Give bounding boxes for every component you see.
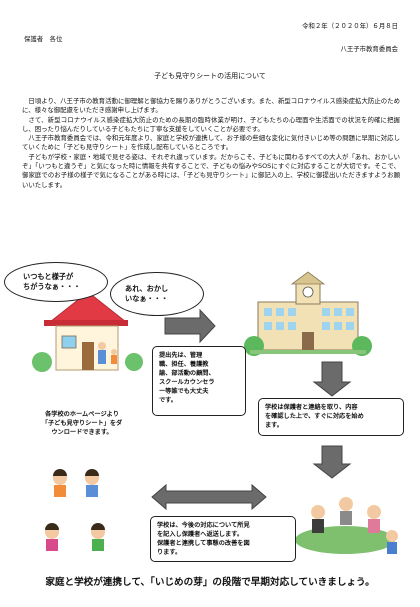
arrow-right-top — [164, 308, 216, 344]
letter-date: 令和２年（２０２０年）６月８日 — [302, 22, 398, 30]
note-line: 学校は保護者と連絡を取り、内容 — [265, 404, 358, 411]
letter-recipient: 保護者 各位 — [24, 35, 63, 43]
paragraph: さて、新型コロナウイルス感染症拡大防止のための長期の臨時休業が明け、子どもたちの… — [22, 115, 400, 133]
meeting-illustration — [295, 497, 398, 554]
paragraph: 八王子市教育委員会では、令和元年度より、家庭と学校が連携して、お子様の些細な変化… — [22, 134, 400, 152]
house-illustration — [32, 291, 143, 372]
note-line: 各学校のホームページより — [45, 411, 119, 418]
note-line: ります。 — [157, 549, 182, 556]
note-line: を確認した上で、すぐに対応を始め — [265, 413, 364, 420]
bubble-line: いなぁ・・・ — [125, 294, 169, 303]
flow-diagram — [32, 271, 398, 554]
letter-body: 日頃より、八王子市の教育活動に御理解と御協力を賜りありがとうございます。また、新… — [22, 97, 400, 190]
note-line: 提出先は、管理 — [159, 352, 203, 359]
note-line: スクールカウンセラ — [159, 379, 215, 386]
note-line: 学校は、今後の対応について所見 — [157, 522, 250, 529]
school-action-note: 学校は保護者と連絡を取り、内容 を確認した上で、すぐに対応を始め ます。 — [258, 398, 404, 436]
closing-slogan: 家庭と学校が連携して、「いじめの芽」の段階で早期対応していきましょう。 — [45, 577, 375, 588]
school-illustration — [244, 271, 372, 356]
note-line: ます。 — [265, 422, 283, 429]
note-line: ー等誰でも大丈夫 — [159, 388, 209, 395]
download-note: 各学校のホームページより 「子ども見守りシート」をダ ウンロードできます。 — [22, 410, 142, 437]
note-line: 「子ども見守りシート」をダ — [41, 420, 123, 427]
note-line: ウンロードできます。 — [51, 429, 113, 436]
arrow-down-right — [312, 361, 352, 397]
bubble-line: ちがうなぁ・・・ — [23, 282, 81, 291]
note-line: 諭、部活動の顧問、 — [159, 370, 215, 377]
bubble-line: あれ、おかし — [125, 284, 169, 293]
speech-bubble-child: あれ、おかし いなぁ・・・ — [110, 272, 204, 316]
paragraph: 日頃より、八王子市の教育活動に御理解と御協力を賜りありがとうございます。また、新… — [22, 97, 400, 115]
arrow-down-right-2 — [312, 445, 352, 479]
note-line: を記入し保護者へ返送します。 — [157, 531, 244, 538]
letter-sender: 八王子市教育委員会 — [340, 45, 398, 53]
speech-bubble-parent: いつもと様子が ちがうなぁ・・・ — [4, 262, 108, 302]
double-arrow-bottom — [151, 483, 267, 511]
followup-note: 学校は、今後の対応について所見 を記入し保護者へ返送します。 保護者と連携して事… — [150, 516, 296, 562]
children-illustration — [45, 469, 105, 551]
note-line: 職、担任、養護教 — [159, 361, 209, 368]
note-line: 保護者と連携して事態の改善を図 — [157, 540, 250, 547]
submit-destination-note: 提出先は、管理 職、担任、養護教 諭、部活動の顧問、 スクールカウンセラ ー等誰… — [152, 346, 246, 416]
bubble-line: いつもと様子が — [23, 272, 74, 281]
note-line: です。 — [159, 397, 177, 404]
paragraph: 子どもが学校・家庭・地域で見せる姿は、それぞれ違っています。だからこそ、子どもに… — [22, 152, 400, 189]
document-title: 子ども見守りシートの活用について — [154, 72, 266, 80]
